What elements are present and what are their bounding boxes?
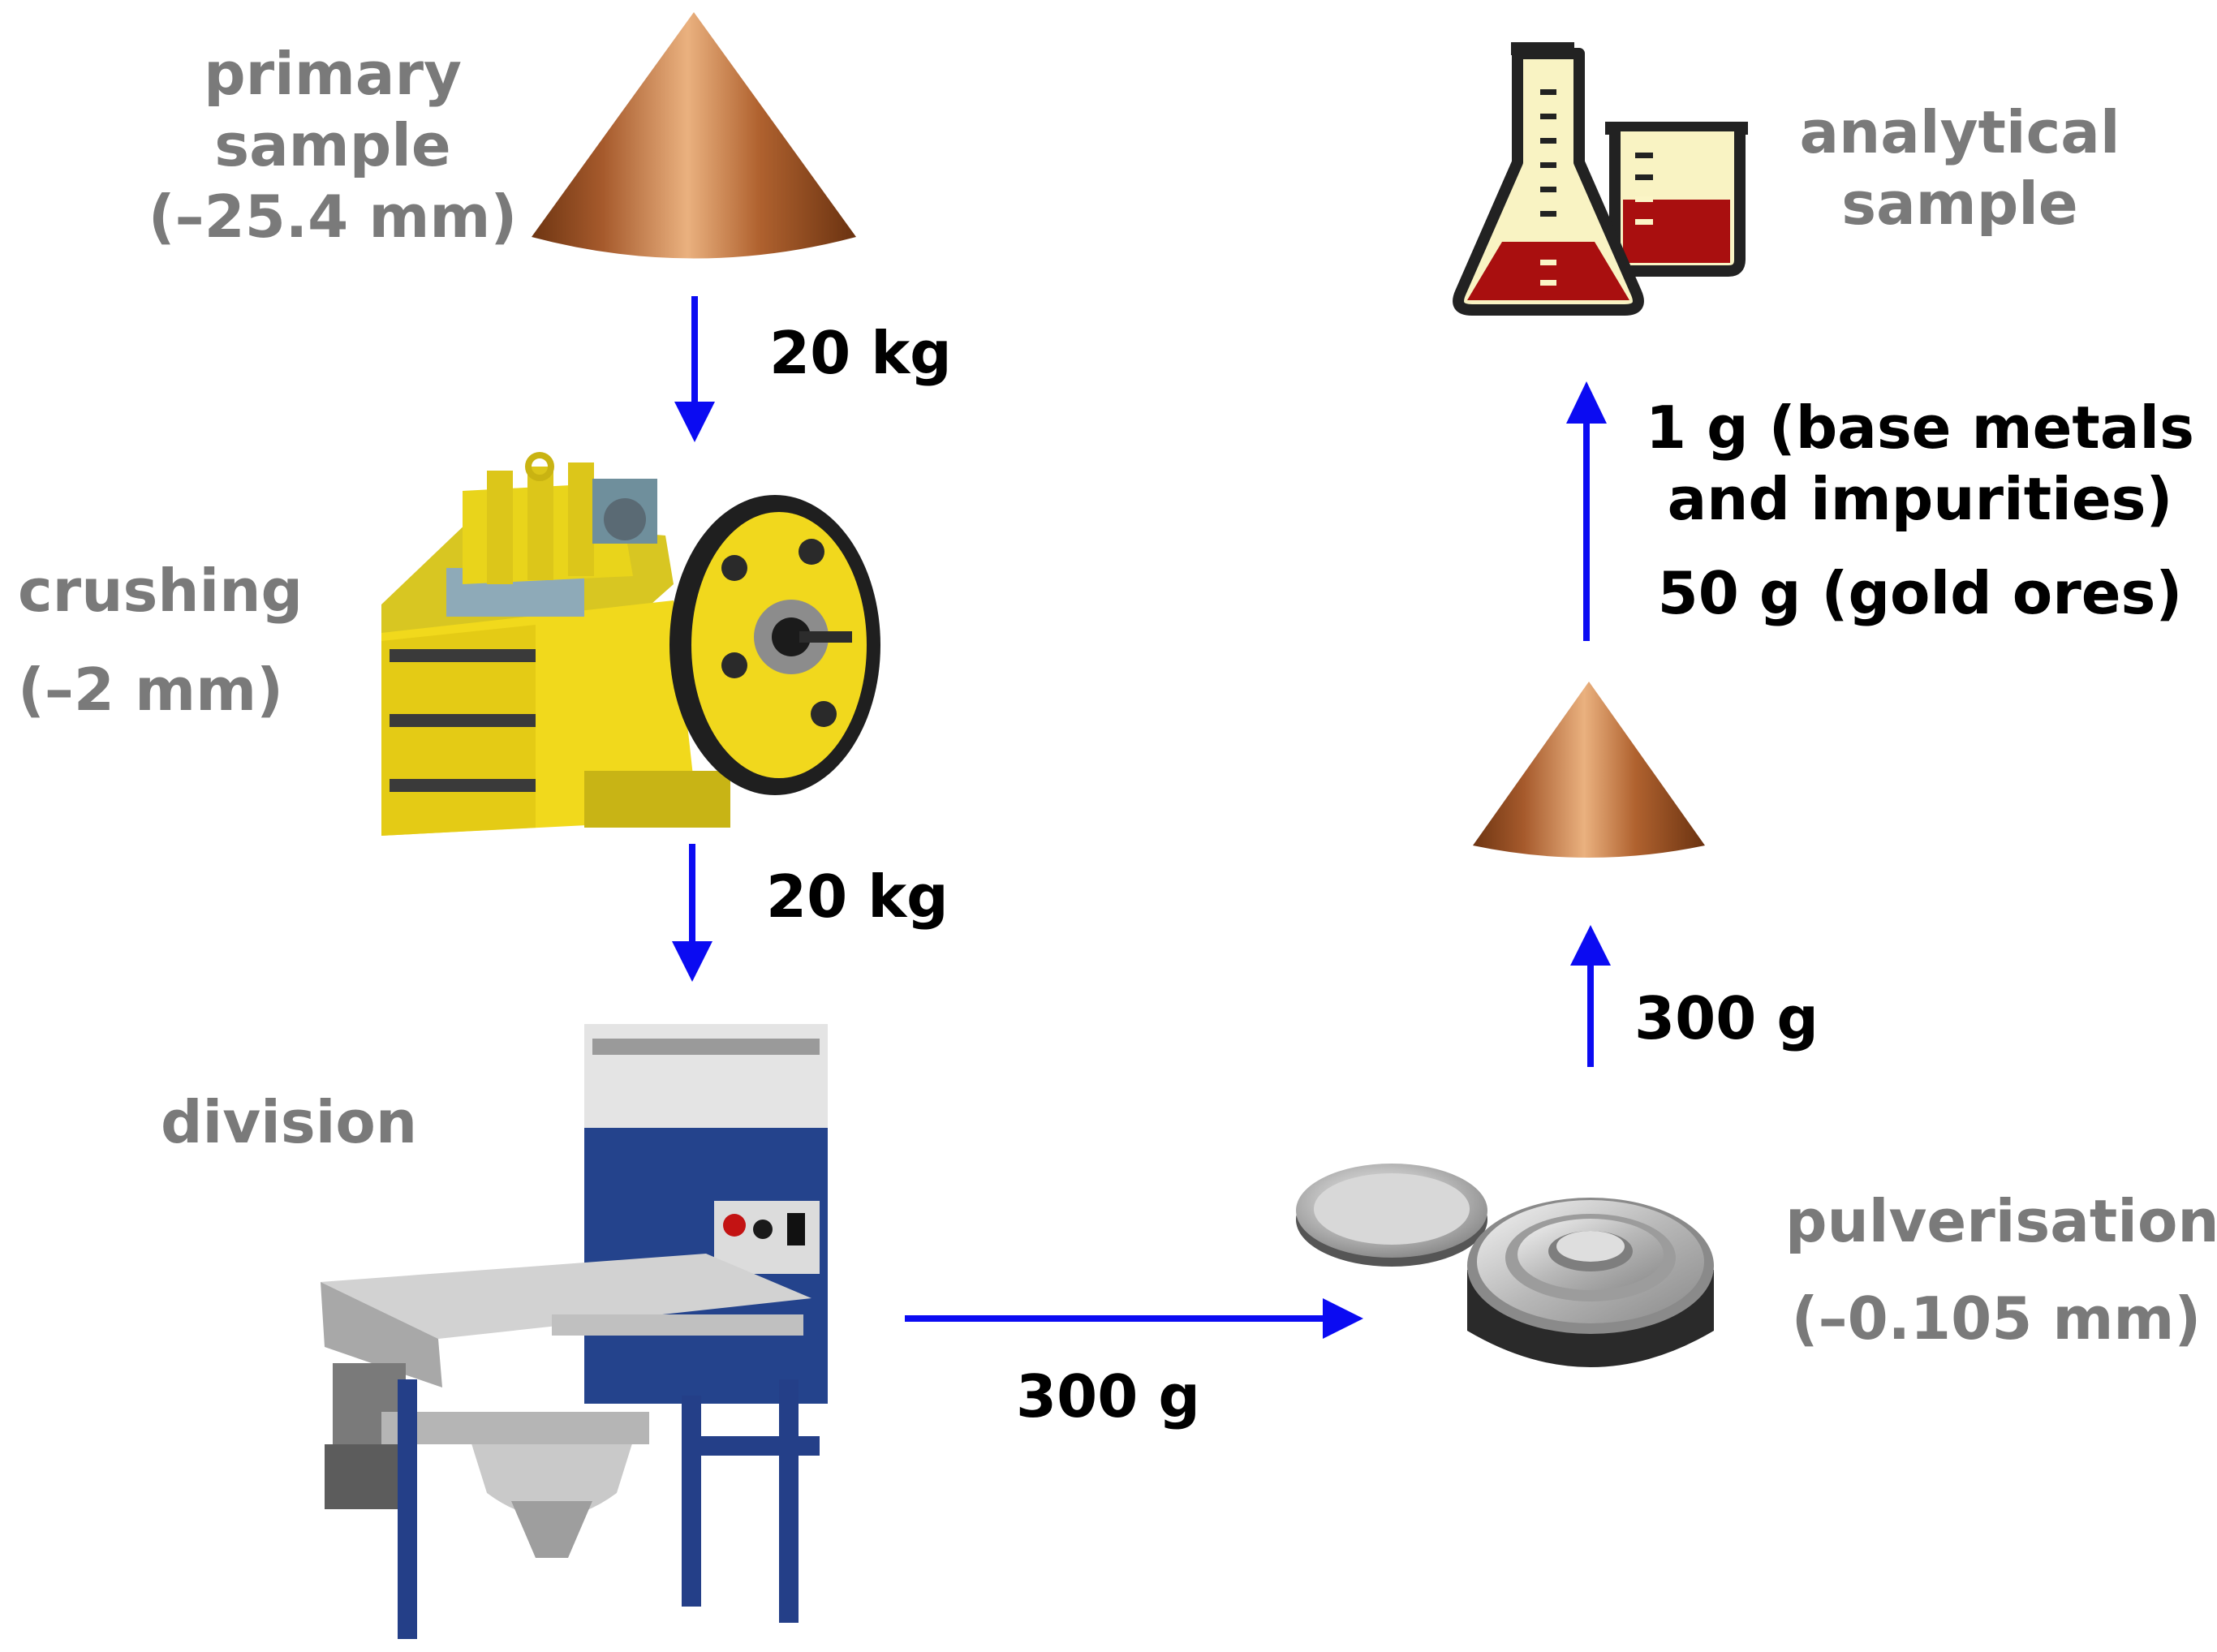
primary-sample-label-line1: primary (204, 40, 462, 108)
crushing-size: (–2 mm) (18, 655, 284, 724)
pulverisation-size: (–0.105 mm) (1791, 1284, 2202, 1353)
primary-sample-label-line2: sample (214, 110, 451, 179)
pulverisation-label-line1: pulverisation (1785, 1187, 2217, 1255)
crushing-label: crushing (–2 mm) (18, 556, 303, 726)
flow-label-pile-to-analysis: 1 g (base metals and impurities) 50 g (g… (1636, 393, 2204, 629)
flow-label-pulveriser-to-pile: 300 g (1634, 984, 1819, 1052)
analytical-sample-label-line2: sample (1841, 169, 2078, 238)
flow-label-gold-ores: 50 g (gold ores) (1657, 558, 2183, 627)
flow-label-base-metals: 1 g (base metals (1646, 394, 2194, 462)
flow-arrow-divider-to-pulveriser (905, 1298, 1363, 1339)
flow-label-impurities: and impurities) (1667, 464, 2173, 533)
laboratory-glassware-icon (1453, 42, 1748, 316)
copper-sample-cone-icon (532, 12, 856, 259)
flow-label-divider-to-pulveriser: 300 g (1016, 1362, 1200, 1430)
flow-arrow-primary-to-crusher (674, 296, 715, 442)
analytical-sample-label: analytical sample (1777, 97, 2142, 240)
jaw-crusher-icon (381, 452, 880, 836)
rotary-sample-divider-icon (321, 1024, 828, 1639)
flow-arrow-crusher-to-divider (672, 844, 712, 982)
small-sample-cone-icon (1473, 682, 1705, 858)
division-label: division (161, 1088, 418, 1156)
analytical-sample-label-line1: analytical (1799, 98, 2120, 166)
flow-label-crusher-to-divider: 20 kg (766, 863, 949, 931)
flow-arrow-pile-to-analysis (1566, 381, 1607, 641)
crushing-label-line1: crushing (18, 557, 303, 625)
pulverisation-label: pulverisation (–0.105 mm) (1785, 1186, 2217, 1355)
ring-mill-pulveriser-icon (1296, 1164, 1714, 1367)
flow-label-primary-to-crusher: 20 kg (769, 319, 952, 387)
flow-arrow-pulveriser-to-pile (1570, 925, 1611, 1067)
primary-sample-label: primary sample (–25.4 mm) (146, 39, 519, 252)
primary-sample-size: (–25.4 mm) (148, 182, 518, 251)
